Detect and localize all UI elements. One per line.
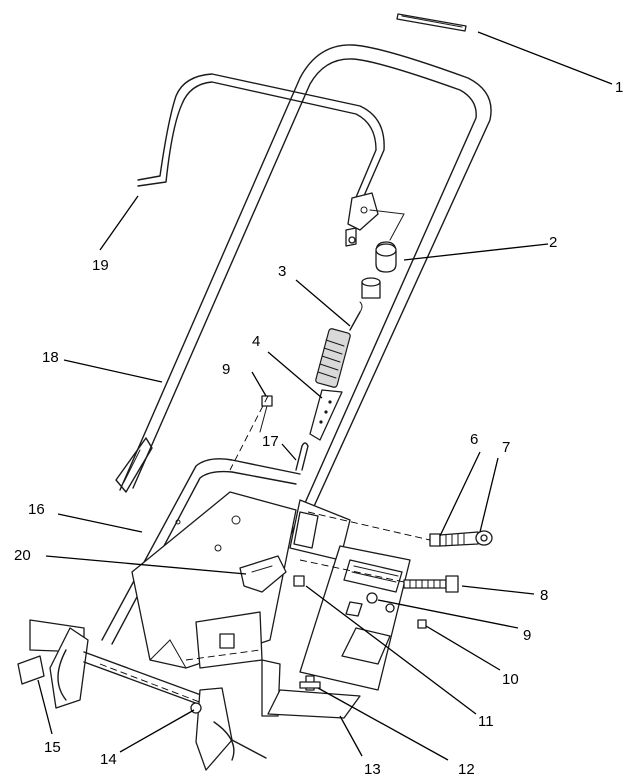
callout-2: 2 xyxy=(549,234,557,251)
part-screw-10 xyxy=(417,619,427,629)
callout-11: 11 xyxy=(478,713,494,730)
leader-lines xyxy=(37,31,613,761)
callout-17: 17 xyxy=(262,433,279,450)
callout-6: 6 xyxy=(470,431,478,448)
part-side-plate xyxy=(289,499,411,691)
callout-13: 13 xyxy=(364,761,381,778)
callout-3: 3 xyxy=(278,263,286,280)
callout-14: 14 xyxy=(100,751,117,768)
part-bolt-small xyxy=(259,395,273,433)
part-bolt-8 xyxy=(403,575,459,593)
callout-4: 4 xyxy=(252,333,260,350)
assembly-line-bolt xyxy=(299,559,405,583)
part-main-handle xyxy=(115,44,492,549)
callout-15: 15 xyxy=(44,739,61,756)
callout-16: 16 xyxy=(28,501,45,518)
callout-1: 1 xyxy=(615,79,623,96)
part-adjuster-bracket xyxy=(309,389,343,441)
part-lower-bracket xyxy=(261,659,361,719)
callout-9-upper: 9 xyxy=(222,361,230,378)
part-nut-11 xyxy=(293,575,305,587)
part-rod xyxy=(349,301,363,331)
part-knob xyxy=(375,241,397,273)
callout-12: 12 xyxy=(458,761,475,778)
part-spring xyxy=(315,328,351,388)
part-lower-frame xyxy=(101,458,301,669)
assembly-line-eyebolt xyxy=(307,511,431,541)
callout-18: 18 xyxy=(42,349,59,366)
callout-7: 7 xyxy=(502,439,510,456)
callout-19: 19 xyxy=(92,257,109,274)
part-nut-9 xyxy=(366,592,395,613)
part-eyebolt xyxy=(429,530,493,547)
assembly-line-bolt-small xyxy=(229,395,269,471)
part-grip-strip xyxy=(396,13,467,32)
part-collar xyxy=(361,277,381,299)
part-control-bail xyxy=(137,73,405,247)
callout-20: 20 xyxy=(14,547,31,564)
callout-9-lower: 9 xyxy=(523,627,531,644)
part-rear-axle-assembly xyxy=(17,619,267,771)
part-cotter-pin xyxy=(295,442,309,471)
callout-8: 8 xyxy=(540,587,548,604)
part-cam-bracket xyxy=(239,555,287,593)
callout-10: 10 xyxy=(502,671,519,688)
assembly-line-deck xyxy=(185,649,261,661)
